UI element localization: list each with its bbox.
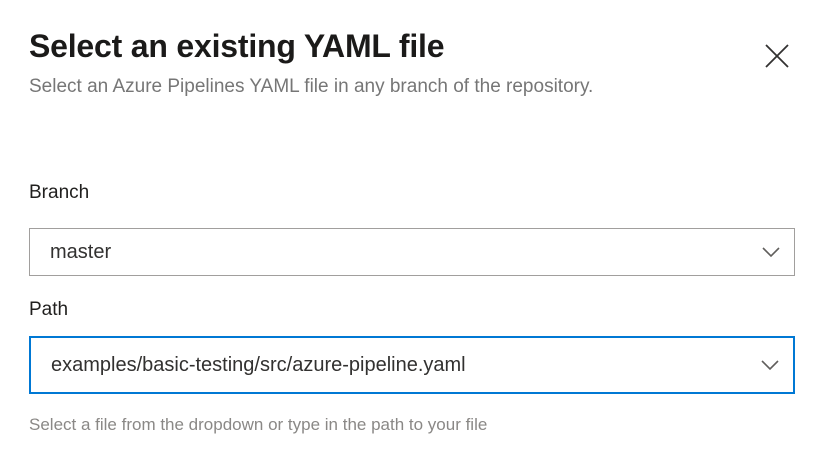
- path-chevron-button[interactable]: [747, 359, 793, 372]
- path-help-text: Select a file from the dropdown or type …: [29, 415, 488, 434]
- branch-dropdown[interactable]: [29, 228, 795, 276]
- branch-chevron-button[interactable]: [748, 246, 794, 259]
- dialog-subtitle: Select an Azure Pipelines YAML file in a…: [29, 76, 594, 97]
- branch-input[interactable]: [30, 238, 748, 266]
- path-input[interactable]: [31, 351, 747, 379]
- path-dropdown[interactable]: [29, 336, 795, 394]
- close-icon: [764, 43, 790, 69]
- path-label: Path: [29, 299, 69, 320]
- dialog-header: Select an existing YAML file Select an A…: [29, 26, 789, 102]
- page-title: Select an existing YAML file: [29, 28, 445, 64]
- chevron-down-icon: [761, 246, 781, 259]
- chevron-down-icon: [760, 359, 780, 372]
- branch-label: Branch: [29, 182, 90, 203]
- close-button[interactable]: [757, 36, 797, 76]
